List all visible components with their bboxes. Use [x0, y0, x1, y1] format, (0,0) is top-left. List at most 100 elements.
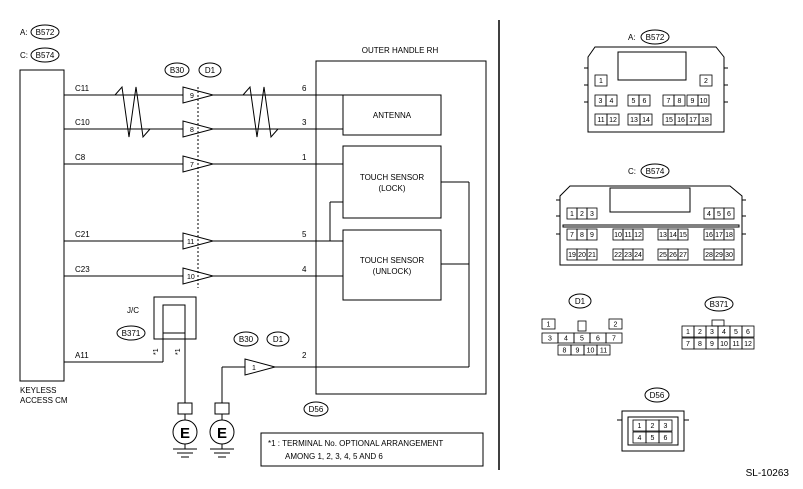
b574-pin-12-cell — [632, 228, 644, 241]
touch-sensor-lock-label: TOUCH SENSOR — [360, 173, 425, 182]
b574-pin-27-cell — [677, 248, 689, 261]
d1-pin-2: 2 — [614, 322, 618, 329]
d56-pin-3-cell — [658, 419, 673, 432]
joint-pin-1: 1 — [252, 365, 256, 372]
handle-pin-4: 4 — [302, 265, 307, 274]
b574-pin-26: 26 — [669, 252, 677, 259]
d1-pin-7-cell — [605, 332, 623, 344]
jc-label: J/C — [127, 306, 139, 315]
conn-b371-ref: B371 — [122, 329, 141, 338]
b572-pin-16: 16 — [677, 117, 685, 124]
d1-pin-11: 11 — [600, 348, 607, 355]
b572-pin-8-cell — [673, 94, 686, 107]
b572-id: B572 — [646, 33, 665, 42]
d1-pin-5: 5 — [580, 336, 584, 343]
b574-pin-27: 27 — [679, 252, 687, 259]
b574-pin-5: 5 — [717, 211, 721, 218]
b574-pin-7: 7 — [570, 232, 574, 239]
b572-pin-17: 17 — [689, 117, 697, 124]
b572-pin-4: 4 — [610, 98, 614, 105]
b574-pin-18: 18 — [725, 232, 733, 239]
b574-pin-18-cell — [723, 228, 735, 241]
b371-pin-6-cell — [741, 325, 755, 338]
b574-prefix: C: — [628, 167, 636, 176]
b574-pin-25: 25 — [659, 252, 667, 259]
b371-pin-8: 8 — [698, 341, 702, 348]
b574-pin-16: 16 — [705, 232, 713, 239]
b574-pin-15: 15 — [679, 232, 687, 239]
b574-id: B574 — [646, 167, 665, 176]
handle-pin-1: 1 — [302, 153, 307, 162]
wire-c23-label: C23 — [75, 265, 90, 274]
d1-pin-7: 7 — [612, 336, 616, 343]
handle-pin-6: 6 — [302, 84, 307, 93]
d56-pin-4: 4 — [638, 435, 642, 442]
b574-pin-14: 14 — [669, 232, 677, 239]
touch-sensor-lock-sub: (LOCK) — [378, 184, 405, 193]
b572-pin-9: 9 — [691, 98, 695, 105]
handle-pin-3: 3 — [302, 118, 307, 127]
d1-id: D1 — [575, 297, 586, 306]
handle-pin-2: 2 — [302, 351, 307, 360]
wire-c21-label: C21 — [75, 230, 90, 239]
wire-a11-label: A11 — [75, 351, 89, 360]
b371-pin-4: 4 — [722, 329, 726, 336]
d56-id: D56 — [650, 391, 665, 400]
b572-prefix: A: — [628, 33, 636, 42]
b574-pin-1: 1 — [570, 211, 574, 218]
b574-pin-9-cell — [586, 228, 598, 241]
b574-pin-13: 13 — [659, 232, 667, 239]
b572-pin-3: 3 — [599, 98, 603, 105]
b574-pin-2: 2 — [580, 211, 584, 218]
b572-pin-18: 18 — [701, 117, 709, 124]
b572-pin-12-cell — [606, 113, 620, 126]
note-line-1: *1 : TERMINAL No. OPTIONAL ARRANGEMENT — [268, 439, 443, 448]
d1-pin-11-cell — [596, 344, 611, 356]
b371-pin-1: 1 — [686, 329, 690, 336]
b572-pin-13: 13 — [630, 117, 638, 124]
b572-pin-4-cell — [605, 94, 618, 107]
conn-d1-ref-lower: D1 — [273, 335, 284, 344]
b574-pin-9: 9 — [590, 232, 594, 239]
b371-pin-6: 6 — [746, 329, 750, 336]
b371-pin-7: 7 — [686, 341, 690, 348]
conn-c-prefix: C: — [20, 51, 28, 60]
joint-pin-11: 11 — [187, 239, 194, 246]
d1-pin-2-cell — [608, 318, 623, 330]
d1-pin-3: 3 — [548, 336, 552, 343]
joint-pin-9: 9 — [190, 93, 194, 100]
wire-c8-label: C8 — [75, 153, 86, 162]
d1-pin-9: 9 — [576, 348, 580, 355]
b574-pin-21-cell — [586, 248, 598, 261]
b574-pin-30: 30 — [725, 252, 733, 259]
b574-pin-20: 20 — [578, 252, 586, 259]
conn-b574-ref: B574 — [36, 51, 55, 60]
b574-pin-11: 11 — [624, 232, 631, 239]
b574-pin-15-cell — [677, 228, 689, 241]
outer-handle-title: OUTER HANDLE RH — [362, 46, 439, 55]
b572-pin-10-cell — [697, 94, 710, 107]
conn-b572-ref: B572 — [36, 28, 55, 37]
d56-pin-6-cell — [658, 431, 673, 444]
figure-id: SL-10263 — [746, 468, 790, 479]
d56-pin-3: 3 — [664, 423, 668, 430]
wire-c11-label: C11 — [75, 84, 90, 93]
b371-pin-12-cell — [741, 337, 755, 350]
b572-pin-14-cell — [639, 113, 653, 126]
d56-pin-1: 1 — [638, 423, 642, 430]
b572-pin-12: 12 — [609, 117, 617, 124]
b574-pin-3: 3 — [590, 211, 594, 218]
d1-pin-8: 8 — [563, 348, 567, 355]
b574-pin-30-cell — [723, 248, 735, 261]
b572-pin-10: 10 — [700, 98, 708, 105]
keyless-cm-label-1: KEYLESS — [20, 386, 56, 395]
b371-pin-2: 2 — [698, 329, 702, 336]
d56-pin-2: 2 — [651, 423, 655, 430]
conn-d56-ref: D56 — [309, 405, 324, 414]
b371-key — [711, 319, 725, 327]
b574-pin-4: 4 — [707, 211, 711, 218]
keyless-cm-label-2: ACCESS CM — [20, 396, 68, 405]
d56-pin-5: 5 — [651, 435, 655, 442]
b574-pin-12: 12 — [634, 232, 642, 239]
